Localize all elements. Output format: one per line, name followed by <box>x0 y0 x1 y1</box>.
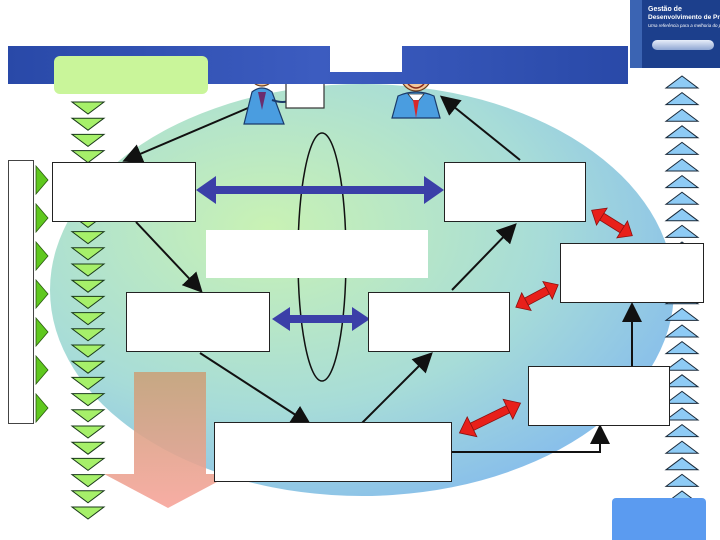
down-triangle-icon <box>70 490 106 504</box>
down-triangle-icon <box>70 150 106 164</box>
big-down-arrow <box>104 372 232 508</box>
double-arrow-red-1 <box>591 207 633 239</box>
up-triangle-icon <box>664 307 700 321</box>
logo-stripe <box>630 0 642 68</box>
double-arrow-middle-blue <box>272 307 370 331</box>
up-triangle-icon <box>664 224 700 238</box>
process-box-top-left <box>52 162 196 222</box>
logo-line-3: Uma referência para a melhoria do proces… <box>648 23 720 28</box>
blue-corner-tab <box>612 498 706 540</box>
double-arrow-red-3 <box>458 398 522 438</box>
up-triangle-icon <box>664 191 700 205</box>
right-chevron-icon <box>35 164 49 196</box>
logo-line-2: Desenvolvimento de Produtos <box>648 14 720 21</box>
header-logo: Gestão de Desenvolvimento de Produtos Um… <box>630 0 720 68</box>
up-triangle-icon <box>664 208 700 222</box>
logo-pill <box>652 40 714 50</box>
right-chevron-icon <box>35 392 49 424</box>
process-box-bottom-center <box>214 422 452 482</box>
process-box-middle-right <box>368 292 510 352</box>
right-chevron-icon <box>35 240 49 272</box>
down-triangle-icon <box>70 231 106 245</box>
up-triangle-icon <box>664 423 700 438</box>
down-triangle-icon <box>70 312 106 326</box>
up-triangle-icon <box>664 141 700 155</box>
down-triangle-icon <box>70 425 106 439</box>
process-box-top-right <box>444 162 586 222</box>
arrow-box4-to-box2 <box>451 223 517 291</box>
down-triangle-icon <box>70 295 106 310</box>
down-triangle-icon <box>70 344 106 358</box>
left-vertical-panel <box>8 160 34 424</box>
down-triangle-icon <box>70 457 106 472</box>
up-triangle-icon <box>664 340 700 355</box>
down-triangle-icon <box>70 360 106 374</box>
down-triangle-icon <box>70 117 106 131</box>
down-triangle-icon <box>70 506 106 520</box>
process-box-middle-left <box>126 292 270 352</box>
arrow-box1-to-box3 <box>135 221 203 293</box>
up-triangle-icon <box>664 158 700 172</box>
right-triangle-column <box>664 75 700 504</box>
green-label-box <box>54 56 208 94</box>
up-triangle-icon <box>664 457 700 471</box>
down-triangle-icon <box>70 279 106 293</box>
logo-line-1: Gestão de <box>648 6 682 13</box>
right-chevron-icon <box>35 202 49 234</box>
arrow-box7-to-box6 <box>452 424 610 453</box>
arrow-box7-to-box4 <box>361 352 433 424</box>
down-triangle-icon <box>70 441 106 455</box>
left-panel-chevrons <box>35 164 49 424</box>
up-triangle-icon <box>664 407 700 421</box>
arrow-presenter-to-box1 <box>122 107 249 163</box>
down-triangle-icon <box>70 409 106 423</box>
up-triangle-icon <box>664 324 700 338</box>
right-chevron-icon <box>35 354 49 386</box>
down-triangle-icon <box>70 247 106 261</box>
down-triangle-icon <box>70 328 106 342</box>
up-triangle-icon <box>664 390 700 404</box>
down-triangle-icon <box>70 393 106 407</box>
process-box-right-lower <box>528 366 670 426</box>
process-box-right-upper <box>560 243 704 303</box>
up-triangle-icon <box>664 473 700 487</box>
double-arrow-top-blue <box>196 176 444 204</box>
right-chevron-icon <box>35 316 49 348</box>
up-triangle-icon <box>664 357 700 371</box>
down-triangle-icon <box>70 133 106 148</box>
up-triangle-icon <box>664 174 700 189</box>
right-chevron-icon <box>35 278 49 310</box>
double-arrow-red-2 <box>515 280 559 312</box>
up-triangle-icon <box>664 440 700 454</box>
arrow-box3-to-box7 <box>199 352 312 426</box>
up-triangle-icon <box>664 108 700 122</box>
up-triangle-icon <box>664 125 700 139</box>
down-triangle-icon <box>70 474 106 488</box>
arrow-box2-to-customer <box>439 95 521 161</box>
down-triangle-icon <box>70 263 106 277</box>
header-banner-tab <box>330 46 402 72</box>
up-triangle-icon <box>664 75 700 89</box>
up-triangle-icon <box>664 91 700 106</box>
up-triangle-icon <box>664 374 700 388</box>
down-triangle-icon <box>70 376 106 391</box>
process-box-center-wide <box>206 230 428 278</box>
down-triangle-icon <box>70 101 106 115</box>
